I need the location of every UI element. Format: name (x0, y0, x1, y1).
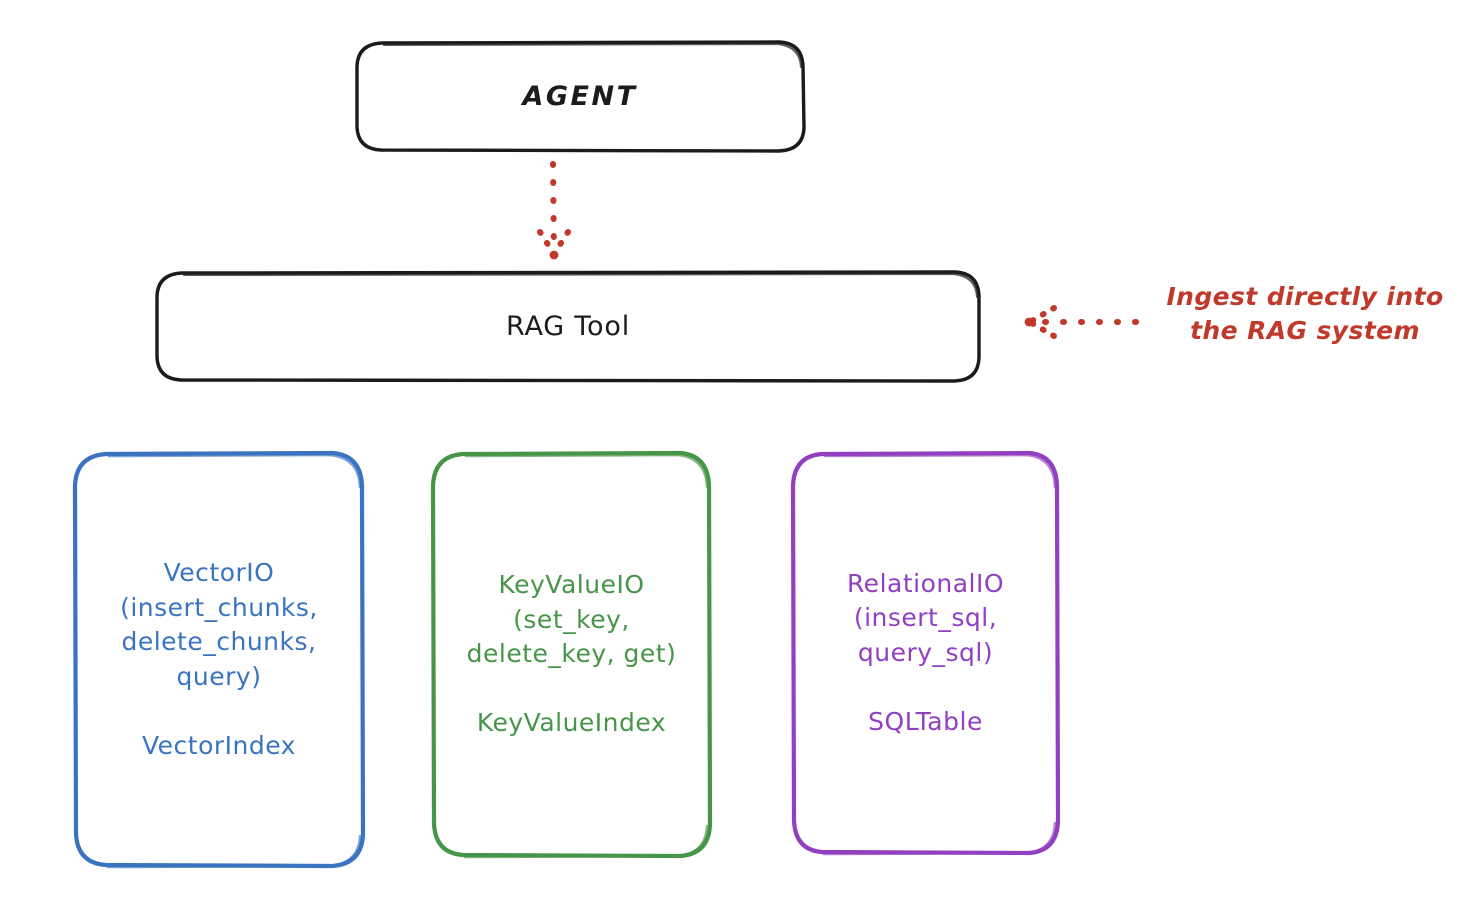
connector-ingest-arrow (1024, 305, 1139, 339)
node-vector-io-label: VectorIO (insert_chunks, delete_chunks, … (120, 558, 318, 760)
node-relational-io-label: RelationalIO (insert_sql, query_sql) SQL… (846, 568, 1005, 736)
node-vector-io[interactable]: VectorIO (insert_chunks, delete_chunks, … (72, 450, 366, 869)
node-rag-tool[interactable]: RAG Tool (155, 270, 981, 383)
node-keyvalue-io[interactable]: KeyValueIO (set_key, delete_key, get) Ke… (430, 450, 713, 859)
annotation-ingest: Ingest directly into the RAG system (1166, 282, 1444, 345)
connector-agent-to-rag-tool (537, 161, 571, 260)
node-agent-label: AGENT (522, 80, 638, 112)
node-rag-tool-label: RAG Tool (505, 310, 630, 342)
node-agent[interactable]: AGENT (355, 40, 806, 153)
node-keyvalue-io-label: KeyValueIO (set_key, delete_key, get) Ke… (466, 570, 677, 738)
node-relational-io[interactable]: RelationalIO (insert_sql, query_sql) SQL… (790, 450, 1061, 856)
